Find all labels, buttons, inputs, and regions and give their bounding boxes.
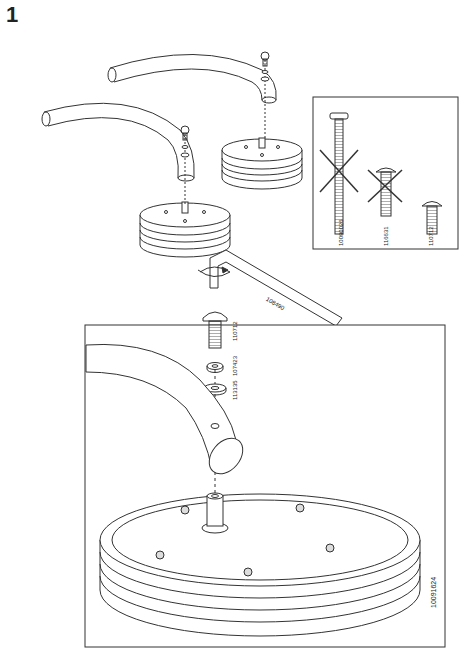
- base-weight-right: [222, 138, 302, 189]
- part-number: 110712: [428, 226, 434, 246]
- leg-tube-upper: [110, 54, 276, 100]
- screw-set-right: [261, 52, 269, 140]
- part-number: 10091624: [430, 577, 437, 608]
- base-weight-left: [140, 202, 230, 257]
- part-number: 10090026: [338, 219, 344, 246]
- tube-end: [202, 432, 249, 481]
- allen-key: [198, 250, 342, 326]
- step-number: 1: [6, 4, 18, 26]
- part-number: 110712: [232, 321, 238, 341]
- screw-set-left: [181, 126, 189, 205]
- detail-frame: [85, 325, 445, 647]
- bolt-long-wrong: [320, 113, 358, 234]
- bolt-medium-wrong: [368, 168, 402, 216]
- detail-base-weight: [100, 493, 420, 636]
- part-number: 116631: [383, 226, 389, 246]
- part-number: 108490: [265, 296, 285, 311]
- part-number: 113135: [232, 380, 238, 400]
- inset-frame: [313, 97, 458, 249]
- leg-tube-lower: [44, 103, 194, 178]
- part-number: 107423: [232, 356, 238, 376]
